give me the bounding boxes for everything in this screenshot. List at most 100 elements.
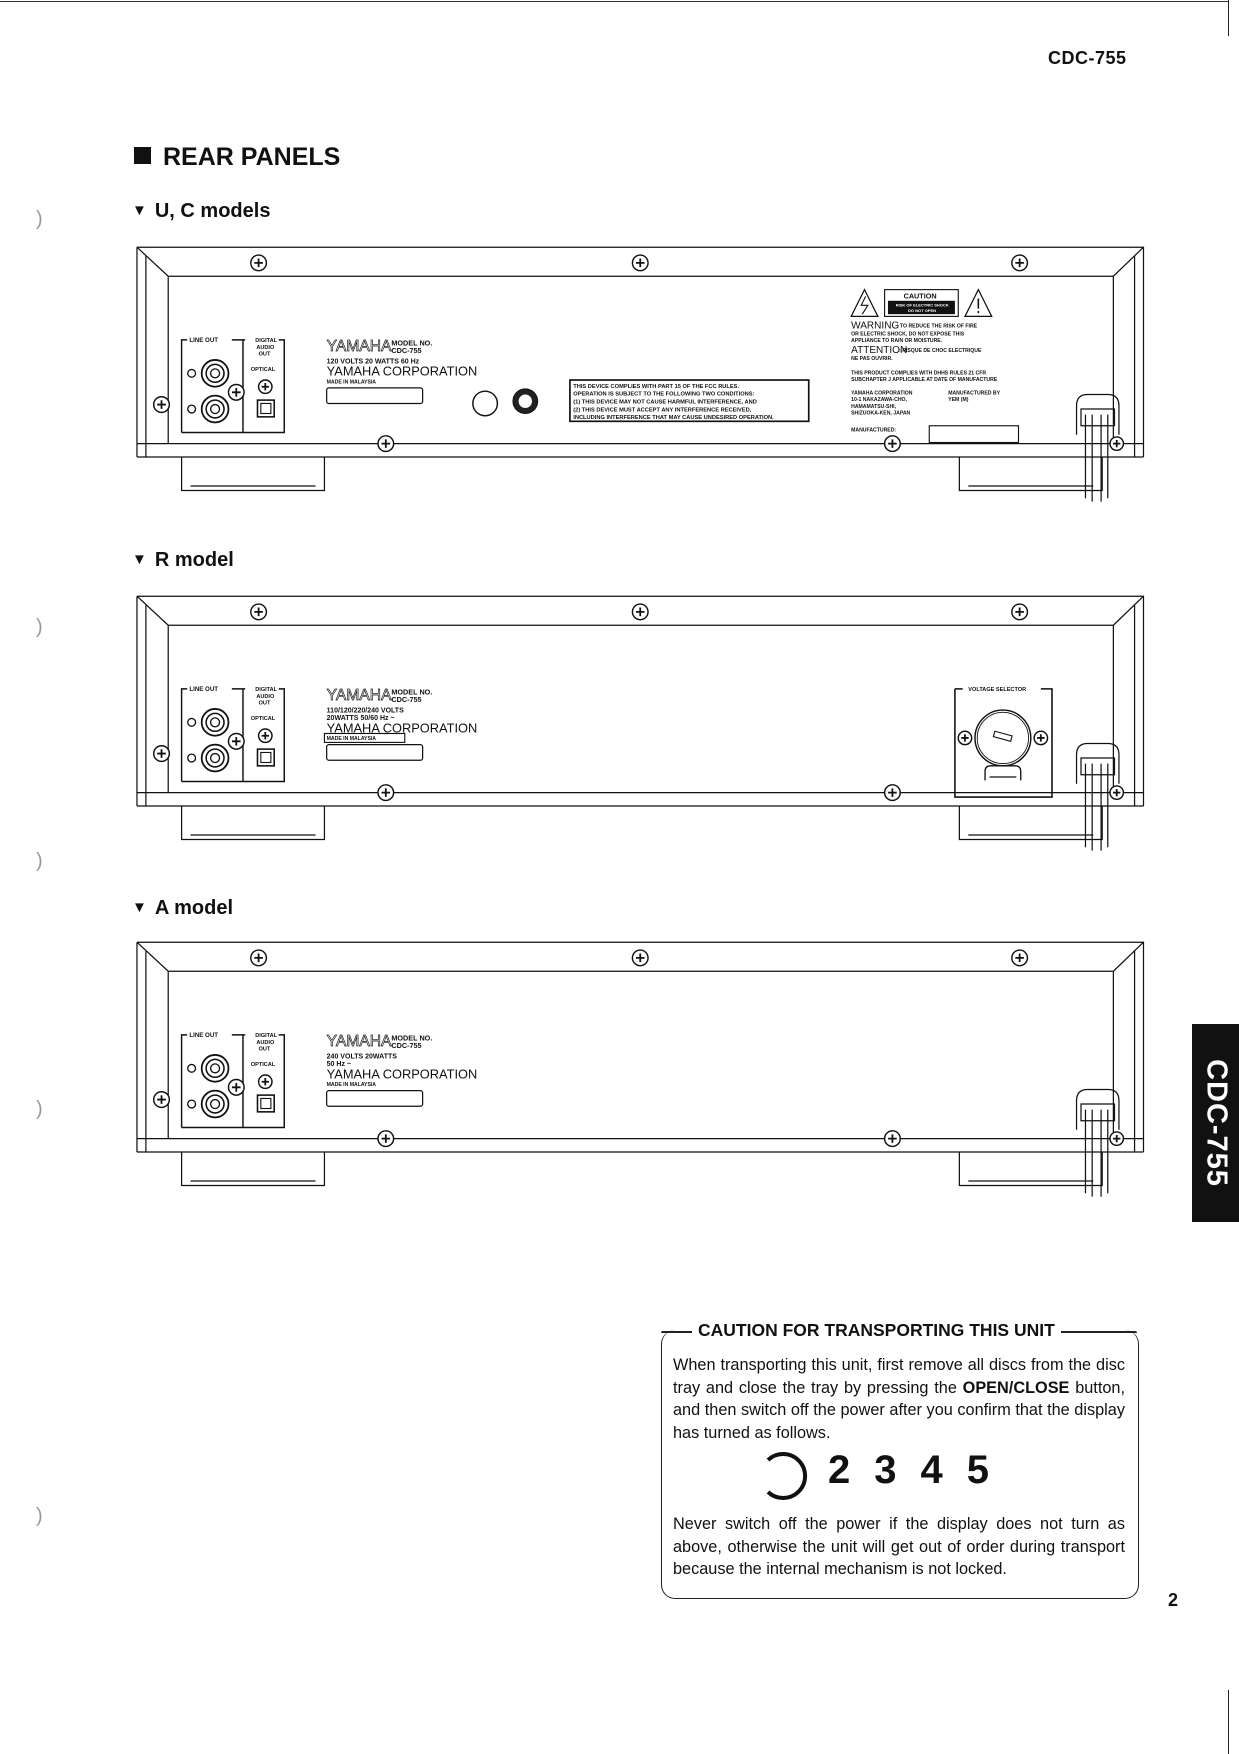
out-label: OUT (259, 351, 271, 357)
model-no: CDC-755 (391, 695, 421, 704)
screw-cross (1113, 439, 1121, 448)
warning-line: OR ELECTRIC SHOCK, DO NOT EXPOSE THIS (851, 331, 965, 337)
channel-marker-icon (187, 717, 197, 727)
screw-cross (888, 439, 897, 448)
left-foot (180, 1152, 326, 1187)
screw-cross (157, 1095, 166, 1104)
screw-cross (261, 383, 269, 391)
optical-label: OPTICAL (251, 716, 276, 722)
line-out-label: LINE OUT (189, 1032, 218, 1039)
digital-label: DIGITAL (255, 338, 277, 344)
margin-mark: ) (36, 1098, 43, 1120)
out-label: OUT (259, 700, 271, 706)
screw-cross (1015, 953, 1024, 963)
screw-cross (231, 1083, 241, 1092)
subheading-r: ▼R model (132, 549, 234, 572)
cord-grommet (1080, 757, 1116, 776)
margin-mark: ) (36, 616, 43, 638)
channel-marker-icon (187, 1063, 197, 1073)
subheading-a: ▼A model (132, 897, 233, 920)
optical-port-inner (260, 402, 272, 415)
power-cord (1084, 1109, 1109, 1197)
audio-label: AUDIO (256, 345, 275, 351)
jack-ring (209, 1063, 221, 1074)
cord-clamp (1075, 1088, 1120, 1130)
cord-clamp (1075, 393, 1120, 435)
top-bevel (136, 246, 1144, 277)
voltage-selector-label: VOLTAGE SELECTOR (968, 687, 1026, 693)
address-line: YAMAHA CORPORATION (851, 391, 913, 397)
display-digits: 2345 (828, 1448, 1013, 1492)
optical-label: OPTICAL (251, 1062, 276, 1068)
model-no-label: MODEL NO. (391, 687, 432, 696)
jack-ring (205, 1058, 225, 1079)
left-foot (180, 457, 326, 492)
optical-port-inner (260, 751, 272, 764)
triangle-bullet-icon: ▼ (132, 551, 147, 568)
fcc-line: OPERATION IS SUBJECT TO THE FOLLOWING TW… (573, 392, 754, 398)
open-close-label: OPEN/CLOSE (962, 1378, 1070, 1397)
serial-number-field (326, 387, 424, 405)
dhhs-line: SUBCHAPTER J APPLICABLE AT DATE OF MANUF… (851, 377, 998, 383)
manufacturer-line: YEM (M) (948, 397, 969, 403)
manufactured-label: MANUFACTURED: (851, 427, 896, 433)
ul-mark-inner (518, 394, 532, 408)
page-number: 2 (1168, 1590, 1179, 1610)
screw-cross (1015, 607, 1024, 617)
attention-line: : RISQUE DE CHOC ELECTRIQUE (899, 348, 982, 354)
caution-title: CAUTION FOR TRANSPORTING THIS UNIT (692, 1320, 1061, 1341)
jack-frame (180, 1034, 285, 1129)
warning-line: APPLIANCE TO RAIN OR MOISTURE. (851, 338, 943, 344)
jack-ring (209, 717, 221, 728)
caution-sticker-line: RISK OF ELECTRIC SHOCK (896, 302, 949, 307)
top-rule (0, 1, 1228, 2)
jack-ring (209, 1098, 221, 1110)
screw-cross (157, 400, 166, 409)
corporation-name: YAMAHA CORPORATION (327, 364, 478, 379)
jack-ring (205, 363, 225, 384)
caution-paragraph-1: When transporting this unit, first remov… (673, 1354, 1125, 1444)
power-cord (1084, 763, 1109, 851)
cord-grommet (1080, 408, 1116, 427)
power-cord (1084, 414, 1109, 502)
line-out-label: LINE OUT (189, 686, 218, 693)
optical-label: OPTICAL (251, 367, 276, 373)
bottom-edge (136, 1138, 1144, 1153)
screw-cross (1113, 788, 1121, 797)
screw-cross (381, 788, 391, 797)
model-no: CDC-755 (391, 1041, 421, 1050)
screw-cross (254, 953, 263, 963)
caution-sticker-title: CAUTION (904, 292, 937, 301)
channel-marker-icon (187, 753, 197, 763)
cord-grommet (1080, 1103, 1116, 1122)
screw-cross (1015, 258, 1024, 268)
warning-line: : TO REDUCE THE RISK OF FIRE (897, 324, 978, 330)
jack-frame (180, 339, 285, 434)
section-title: REAR PANELS (134, 143, 340, 172)
warning-heading: WARNING (851, 321, 899, 332)
panel-outline (136, 595, 1145, 807)
fcc-line: INCLUDING INTERFERENCE THAT MAY CAUSE UN… (573, 415, 774, 421)
screw-cross (888, 1134, 897, 1143)
voltage-slot (992, 730, 1013, 742)
screw-cross (381, 1134, 391, 1143)
rating-line: 110/120/220/240 VOLTS (327, 707, 404, 714)
csa-mark-icon (472, 390, 499, 417)
jack-ring (205, 712, 225, 733)
side-tab: CDC-755 (1192, 1024, 1239, 1222)
voltage-dial-inner (976, 711, 1030, 765)
fcc-line: (2) THIS DEVICE MUST ACCEPT ANY INTERFER… (573, 407, 751, 413)
panel-body (136, 246, 1145, 502)
serial-number-field (326, 744, 424, 761)
screw-cross (888, 788, 897, 797)
serial-number-field (326, 1090, 424, 1107)
address-line: 10-1 NAKAZAWA-CHO, (851, 397, 907, 403)
yamaha-logo: YAMAHA (327, 338, 392, 355)
rating-line: 120 VOLTS 20 WATTS 60 Hz (327, 358, 420, 365)
origin-label: MADE IN MALAYSIA (327, 379, 377, 385)
margin-mark: ) (36, 1505, 43, 1527)
binding-rule (1228, 1690, 1229, 1754)
